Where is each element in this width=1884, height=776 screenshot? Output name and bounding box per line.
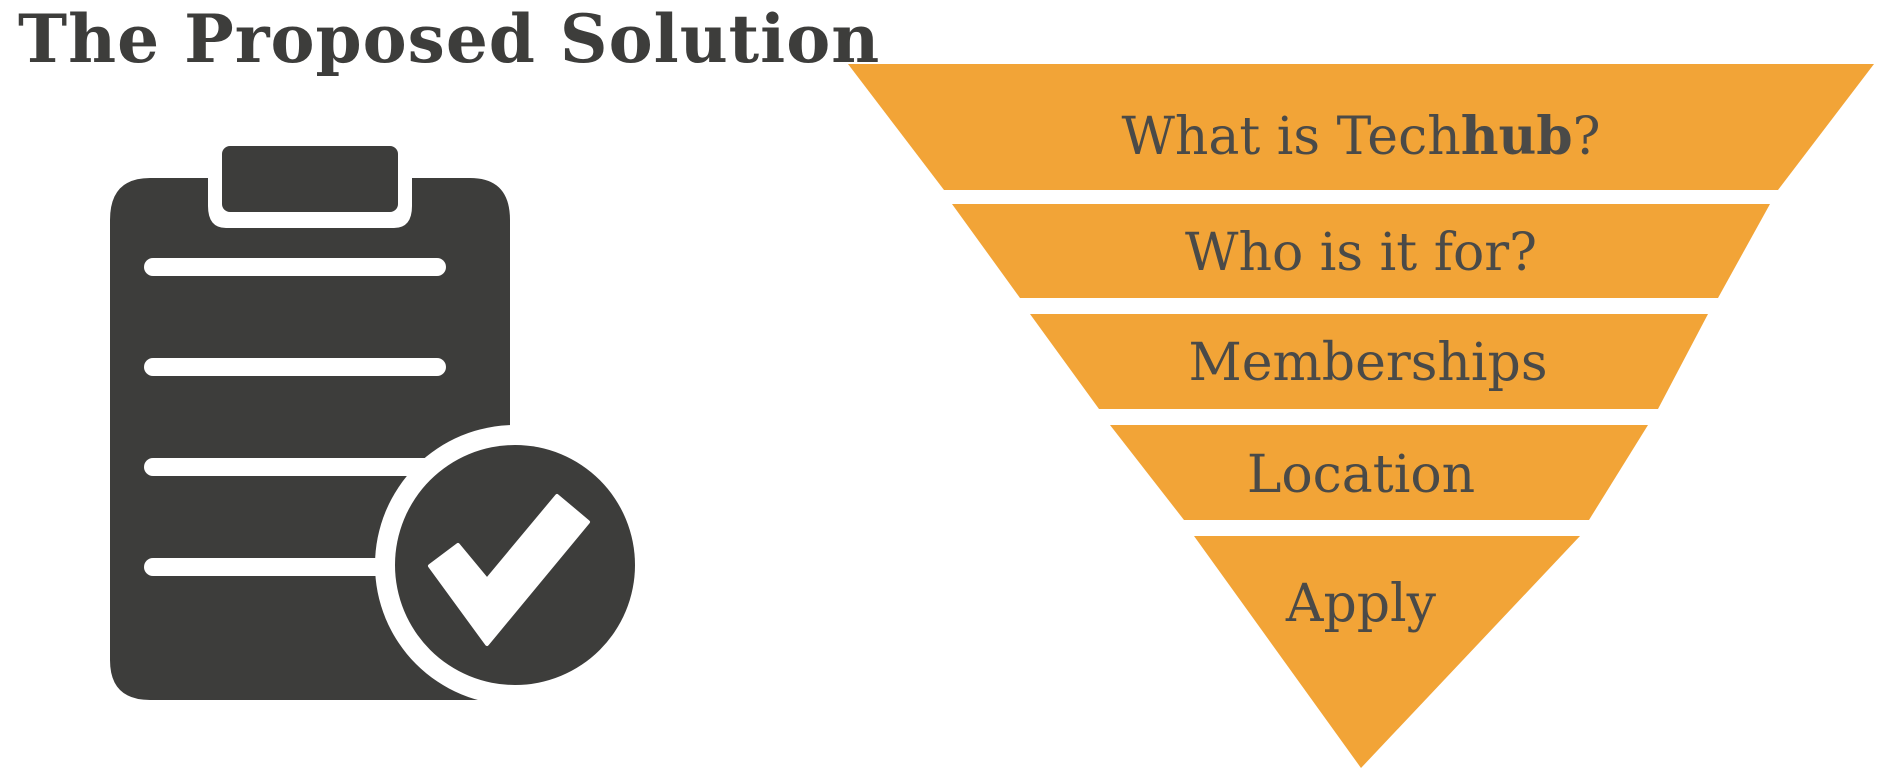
clipboard-clip — [222, 146, 398, 212]
funnel-level-1 — [848, 64, 1874, 190]
checkmark-icon — [428, 494, 590, 646]
clipboard-line — [144, 258, 446, 276]
funnel-level-5 — [1194, 536, 1580, 768]
funnel-level-2 — [952, 204, 1770, 298]
funnel-level-2-label: Who is it for? — [1185, 223, 1537, 283]
funnel-level-4 — [1110, 425, 1648, 520]
funnel-level-4-label: Location — [1247, 445, 1475, 505]
clipboard-icon — [110, 146, 640, 700]
funnel-level-3-label: Memberships — [1188, 333, 1547, 393]
page-title: The Proposed Solution — [18, 0, 881, 78]
funnel-level-5-label: Apply — [1285, 574, 1437, 634]
funnel-level-3 — [1030, 314, 1708, 409]
clipboard-line — [144, 358, 446, 376]
clipboard-line — [144, 558, 446, 576]
funnel-level-1-label: What is Techhub? — [1121, 106, 1600, 167]
funnel-diagram: What is Techhub? Who is it for? Membersh… — [848, 64, 1874, 768]
clipboard-check-illustration — [110, 140, 640, 700]
clipboard-line — [144, 458, 446, 476]
funnel-svg: What is Techhub? Who is it for? Membersh… — [848, 64, 1874, 768]
